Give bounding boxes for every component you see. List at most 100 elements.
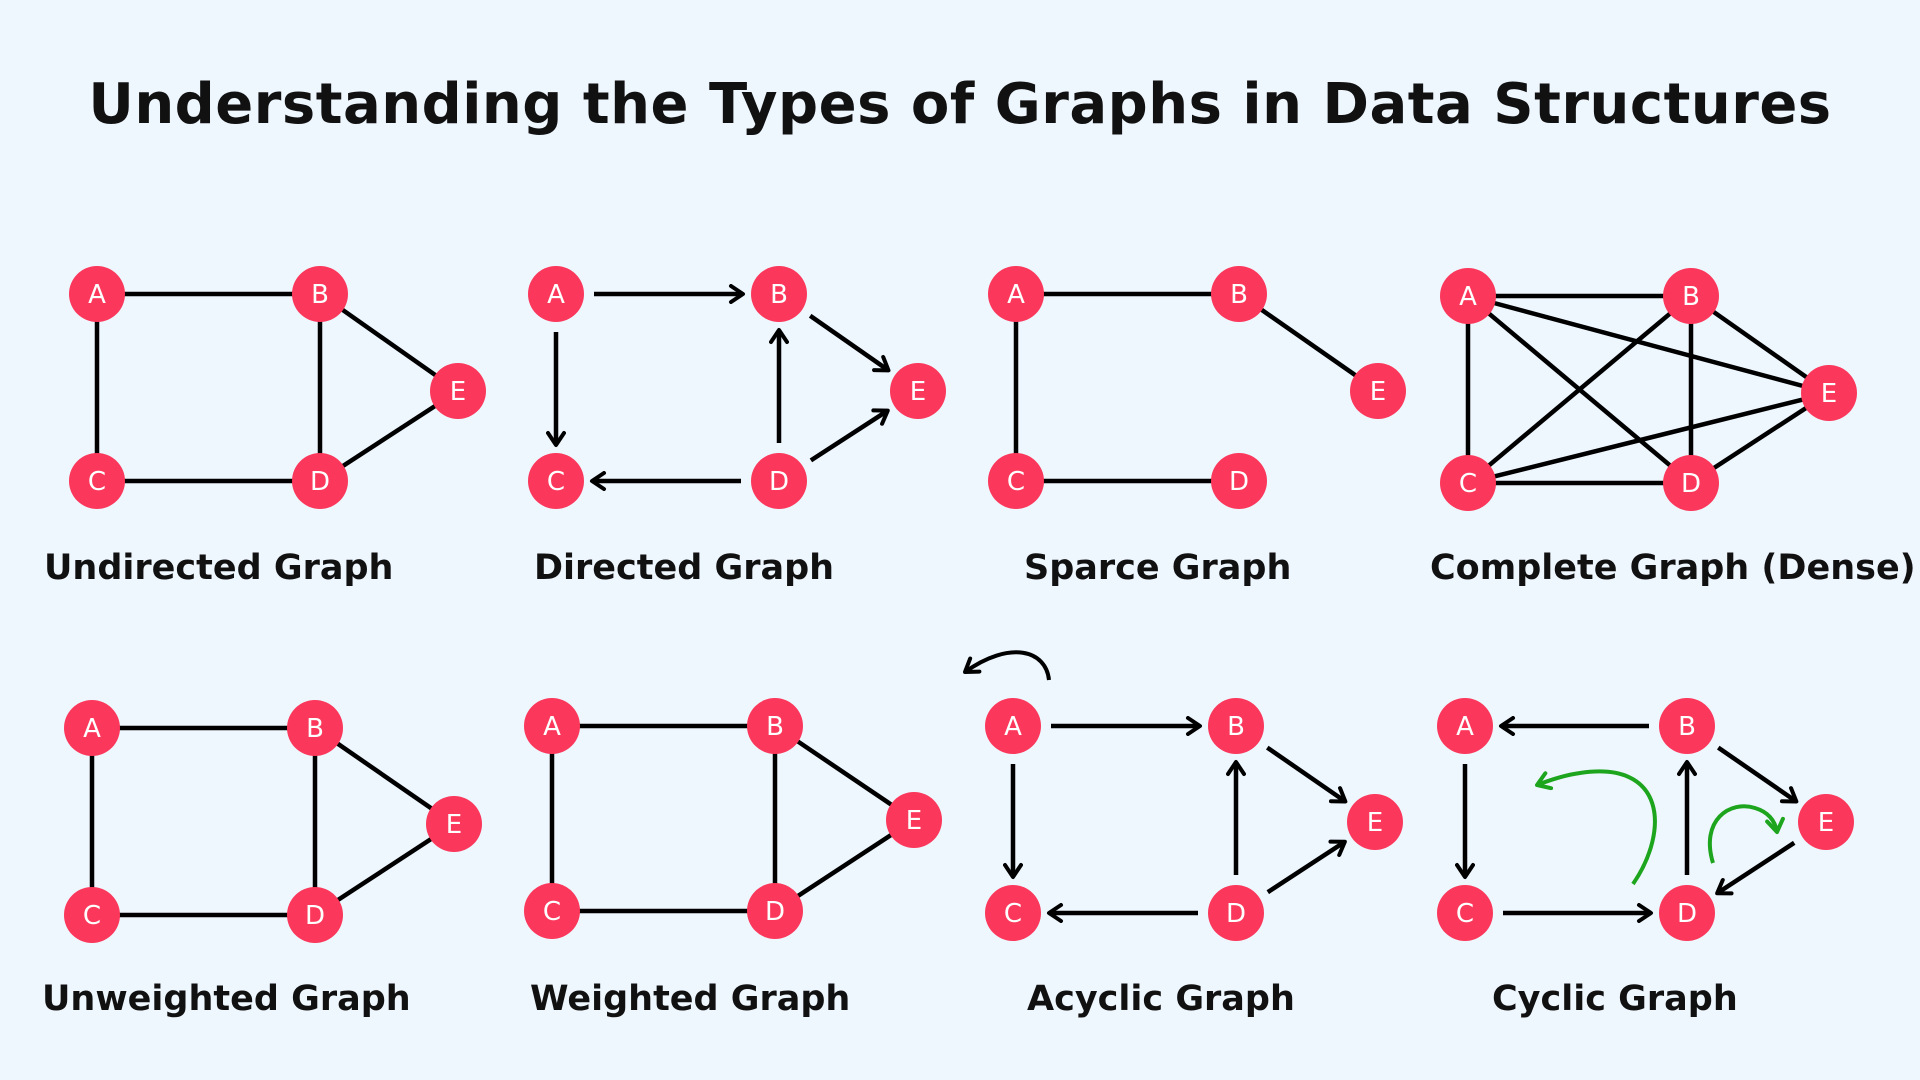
edges-layer (89, 284, 1810, 923)
caption-sparse: Sparce Graph (1024, 548, 1292, 588)
edge-B-E (1716, 745, 1799, 804)
node-B: B (751, 266, 807, 322)
caption-complete: Complete Graph (Dense) (1430, 548, 1916, 588)
node-D: D (751, 453, 807, 509)
edge-D-E (795, 832, 894, 899)
caption-weighted: Weighted Graph (530, 979, 851, 1019)
edge-D-E (1711, 405, 1809, 471)
node-B: B (1208, 698, 1264, 754)
svg-text:D: D (1681, 469, 1701, 499)
svg-text:E: E (906, 806, 922, 836)
page-title: Understanding the Types of Graphs in Dat… (88, 72, 1832, 137)
nodes-unweighted: A B C D E (64, 700, 482, 943)
svg-text:C: C (1456, 899, 1474, 929)
svg-text:E: E (910, 377, 926, 407)
svg-text:C: C (1459, 469, 1477, 499)
node-A: A (528, 266, 584, 322)
edge-C-E (1492, 397, 1805, 479)
svg-text:B: B (1227, 712, 1245, 742)
edge-A-E (1492, 300, 1805, 389)
nodes-weighted: A B C D E (524, 698, 942, 939)
svg-text:C: C (1007, 467, 1025, 497)
svg-text:B: B (1230, 280, 1248, 310)
graph-weighted (549, 723, 894, 914)
node-E: E (890, 363, 946, 419)
svg-text:D: D (1226, 899, 1246, 929)
svg-text:B: B (1682, 282, 1700, 312)
node-D: D (1663, 455, 1719, 511)
svg-text:D: D (769, 467, 789, 497)
svg-text:A: A (88, 280, 106, 310)
cycle-arrow-small-icon (1707, 804, 1785, 864)
graph-directed (546, 284, 891, 491)
svg-text:A: A (83, 714, 101, 744)
svg-text:D: D (1229, 467, 1249, 497)
node-D: D (292, 453, 348, 509)
node-D: D (287, 887, 343, 943)
svg-text:A: A (1456, 712, 1474, 742)
node-B: B (292, 266, 348, 322)
svg-text:C: C (88, 467, 106, 497)
edge-B-C (1486, 310, 1673, 469)
node-E: E (886, 792, 942, 848)
svg-text:D: D (305, 901, 325, 931)
node-E: E (426, 796, 482, 852)
caption-acyclic: Acyclic Graph (1027, 979, 1295, 1019)
svg-text:A: A (1007, 280, 1025, 310)
edge-B-E (1710, 309, 1810, 380)
node-C: C (1440, 455, 1496, 511)
edge-D-E (335, 836, 434, 903)
extras-layer (963, 650, 1785, 886)
caption-cyclic: Cyclic Graph (1492, 979, 1738, 1019)
caption-undirected: Undirected Graph (44, 548, 394, 588)
nodes-directed: A B C D E (528, 266, 946, 509)
node-B: B (1663, 268, 1719, 324)
node-C: C (64, 887, 120, 943)
edge-B-E (808, 313, 891, 373)
svg-text:A: A (547, 280, 565, 310)
svg-text:E: E (450, 377, 466, 407)
graph-acyclic (1003, 716, 1348, 923)
nodes-sparse: A B C D E (988, 266, 1406, 509)
svg-text:C: C (543, 897, 561, 927)
node-C: C (988, 453, 1044, 509)
svg-text:C: C (83, 901, 101, 931)
svg-text:C: C (547, 467, 565, 497)
caption-directed: Directed Graph (534, 548, 835, 588)
node-E: E (1798, 794, 1854, 850)
svg-text:E: E (1367, 808, 1383, 838)
node-A: A (524, 698, 580, 754)
node-B: B (1211, 266, 1267, 322)
graph-complete (1465, 293, 1810, 486)
svg-text:D: D (765, 897, 785, 927)
node-C: C (524, 883, 580, 939)
caption-unweighted: Unweighted Graph (42, 979, 411, 1019)
nodes-undirected: A B C D E (69, 266, 486, 509)
node-B: B (1659, 698, 1715, 754)
svg-text:D: D (310, 467, 330, 497)
svg-text:B: B (306, 714, 324, 744)
node-D: D (747, 883, 803, 939)
node-E: E (1347, 794, 1403, 850)
edge-D-E (340, 403, 438, 469)
node-D: D (1211, 453, 1267, 509)
node-D: D (1208, 885, 1264, 941)
graph-unweighted (89, 725, 434, 918)
node-A: A (64, 700, 120, 756)
node-C: C (69, 453, 125, 509)
svg-text:B: B (311, 280, 329, 310)
edge-B-E (339, 307, 439, 378)
graph-cyclic (1455, 716, 1799, 923)
node-E: E (1350, 363, 1406, 419)
node-A: A (985, 698, 1041, 754)
svg-text:E: E (1370, 377, 1386, 407)
svg-text:E: E (446, 810, 462, 840)
svg-text:A: A (1459, 282, 1477, 312)
svg-text:B: B (766, 712, 784, 742)
node-C: C (528, 453, 584, 509)
edge-B-E (795, 738, 894, 808)
